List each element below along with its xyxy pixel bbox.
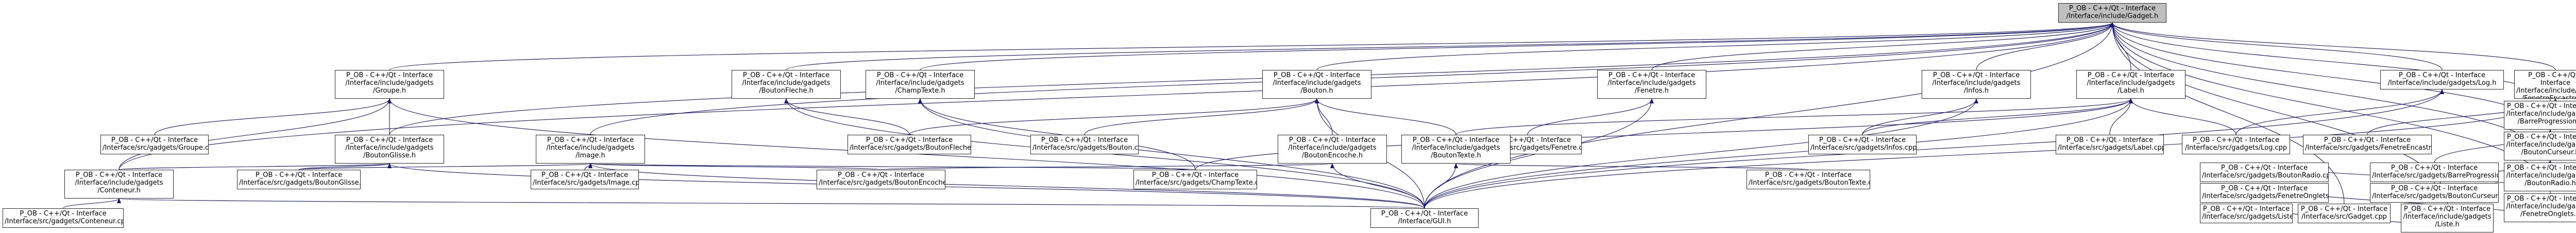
node-boutonfleche-cpp[interactable]: P_OB - C++/Qt - Interface /Interface/src… [848,135,971,154]
node-fenetreencastree-cpp[interactable]: P_OB - C++/Qt - Interface /Interface/src… [2303,135,2432,154]
node-bouton-cpp[interactable]: P_OB - C++/Qt - Interface /Interface/src… [1030,135,1139,154]
node-log-h[interactable]: P_OB - C++/Qt - Interface /Interface/inc… [2380,70,2504,89]
node-boutonglisse-cpp[interactable]: P_OB - C++/Qt - Interface /Interface/src… [237,170,361,189]
node-boutonradio-h[interactable]: P_OB - C++/Qt - Interface /Interface/inc… [2504,163,2576,191]
node-conteneur-cpp[interactable]: P_OB - C++/Qt - Interface /Interface/src… [3,208,124,228]
node-label-cpp[interactable]: P_OB - C++/Qt - Interface /Interface/src… [2056,135,2164,154]
dependency-edge-boutonglisse_cpp-to-image_h [298,163,592,170]
dependency-edge-groupe_cpp-to-groupe_h [154,98,392,135]
node-barreprogression-h[interactable]: P_OB - C++/Qt - Interface /Interface/inc… [2504,101,2576,130]
dependency-edge-log_h-to-gadget_h [2110,22,2443,70]
node-bouton-h[interactable]: P_OB - C++/Qt - Interface /Interface/inc… [1262,70,1371,99]
node-boutonencoche-cpp[interactable]: P_OB - C++/Qt - Interface /Interface/src… [817,170,945,189]
node-champtexte-cpp[interactable]: P_OB - C++/Qt - Interface /Interface/src… [1133,170,1257,189]
dependency-edge-fenetre_cpp-to-fenetre_h [1527,98,1654,135]
node-infos-cpp[interactable]: P_OB - C++/Qt - Interface /Interface/src… [1808,135,1917,154]
dependency-edge-champtexte_cpp-to-image_h [589,163,1196,170]
dependency-edge-boutonglisse_h-to-gadget_h [389,22,2114,135]
dependency-edge-gui_h-to-conteneur_h [118,198,1425,209]
dependency-edge-champtexte_cpp-to-label_h [1195,98,2133,170]
node-boutontexte-cpp[interactable]: P_OB - C++/Qt - Interface /Interface/src… [1747,170,1870,189]
node-fenetreencastree-h[interactable]: P_OB - C++/Qt - Interface /Interface/inc… [2514,70,2576,99]
dependency-edge-boutonencoche_cpp-to-image_h [588,163,882,170]
node-fenetreonglets-h[interactable]: P_OB - C++/Qt - Interface /Interface/inc… [2504,193,2576,222]
dependency-edge-bouton_h-to-gadget_h [1316,22,2114,70]
node-boutoncurseur-h[interactable]: P_OB - C++/Qt - Interface /Interface/inc… [2504,132,2576,160]
node-barreprogression-cpp[interactable]: P_OB - C++/Qt - Interface /Interface/src… [2370,163,2499,182]
node-boutoncurseur-cpp[interactable]: P_OB - C++/Qt - Interface /Interface/src… [2370,183,2499,203]
dependency-edge-bouton_cpp-to-bouton_h [1084,98,1319,135]
dependency-edge-conteneur_cpp-to-conteneur_h [62,198,121,209]
dependency-edge-log_cpp-to-log_h [2235,89,2444,135]
dependency-edge-groupe_h-to-gadget_h [389,22,2114,70]
dependency-edge-gui_h-to-label_h [1424,98,2133,209]
node-liste-h[interactable]: P_OB - C++/Qt - Interface /Interface/inc… [2401,204,2494,232]
node-boutontexte-h[interactable]: P_OB - C++/Qt - Interface /Interface/inc… [1401,135,1511,164]
node-champtexte-h[interactable]: P_OB - C++/Qt - Interface /Interface/inc… [866,70,975,99]
dependency-edge-label_cpp-to-label_h [2109,98,2133,135]
dependency-edge-gui_h-to-boutontexte_h [1424,163,1458,209]
dependency-edge-gui_h-to-fenetreencastree_h [1424,98,2557,209]
dependency-edge-champtexte_h-to-gadget_h [920,22,2114,70]
dependency-edge-image_cpp-to-image_h [584,163,592,170]
node-boutonencoche-h[interactable]: P_OB - C++/Qt - Interface /Interface/inc… [1278,135,1387,164]
dependency-edge-fenetreencastree_h-to-gadget_h [2110,22,2556,70]
node-boutonfleche-h[interactable]: P_OB - C++/Qt - Interface /Interface/inc… [732,70,841,99]
dependency-edge-fenetreonglets_h-to-gadget_h [2110,22,2551,194]
dependency-edge-gui_h-to-log_h [1424,89,2444,209]
node-infos-h[interactable]: P_OB - C++/Qt - Interface /Interface/inc… [1922,70,2031,99]
dependency-edge-boutontexte_h-to-label_h [1455,98,2133,135]
dependency-edge-infos_h-to-gadget_h [1976,22,2114,70]
dependency-edge-gui_h-to-gadget_h [1424,22,2114,209]
node-groupe-cpp[interactable]: P_OB - C++/Qt - Interface /Interface/src… [100,135,209,154]
dependency-edge-boutonencoche_h-to-bouton_h [1315,98,1333,135]
dependency-edge-gui_h-to-image_h [588,163,1425,209]
dependency-edge-fenetre_h-to-gadget_h [1651,22,2114,70]
dependency-edge-conteneur_h-to-groupe_h [118,98,392,170]
dependency-edge-boutontexte_cpp-to-boutontexte_h [1454,163,1809,170]
node-boutonradio-cpp[interactable]: P_OB - C++/Qt - Interface /Interface/src… [2200,163,2329,182]
dependency-edge-infos_cpp-to-label_h [1862,98,2133,135]
dependency-edge-gui_h-to-infos_h [1424,98,1978,209]
dependency-edge-boutonfleche_cpp-to-bouton_h [909,98,1319,135]
node-boutonglisse-h[interactable]: P_OB - C++/Qt - Interface /Interface/inc… [335,135,444,164]
node-gadget-cpp[interactable]: P_OB - C++/Qt - Interface /Interface/src… [2298,204,2391,223]
node-liste-cpp[interactable]: P_OB - C++/Qt - Interface /Interface/src… [2200,204,2293,223]
node-label-h[interactable]: P_OB - C++/Qt - Interface /Interface/inc… [2076,70,2185,99]
dependency-edge-boutonglisse_cpp-to-boutonglisse_h [298,163,392,170]
node-gui-h[interactable]: P_OB - C++/Qt - Interface /Interface/GUI… [1370,208,1479,228]
node-groupe-h[interactable]: P_OB - C++/Qt - Interface /Interface/inc… [335,70,444,99]
node-gadget-h[interactable]: P_OB - C++/Qt - Interface /Interface/inc… [2058,3,2166,23]
dependency-edge-conteneur_h-to-gadget_h [118,22,2114,170]
node-image-cpp[interactable]: P_OB - C++/Qt - Interface /Interface/src… [531,170,639,189]
dependency-edge-conteneur_h-to-boutonglisse_h [118,163,392,170]
node-fenetreonglets-cpp[interactable]: P_OB - C++/Qt - Interface /Interface/src… [2200,183,2329,203]
node-log-cpp[interactable]: P_OB - C++/Qt - Interface /Interface/src… [2182,135,2290,154]
dependency-edge-boutonfleche_h-to-gadget_h [786,22,2114,70]
dependency-edge-gui_h-to-champtexte_h [918,98,1425,209]
dependency-edge-boutontexte_h-to-bouton_h [1315,98,1456,135]
dependency-edge-champtexte_cpp-to-champtexte_h [918,98,1196,170]
node-image-h[interactable]: P_OB - C++/Qt - Interface /Interface/inc… [536,135,645,164]
dependency-edge-gadget_cpp-to-gadget_h [2110,22,2345,204]
dependency-edge-boutonencoche_cpp-to-boutonencoche_h [880,163,1334,170]
dependency-edge-boutonfleche_cpp-to-boutonfleche_h [784,98,910,135]
node-fenetre-h[interactable]: P_OB - C++/Qt - Interface /Interface/inc… [1597,70,1706,99]
node-conteneur-h[interactable]: P_OB - C++/Qt - Interface /Interface/inc… [64,170,174,199]
dependency-edge-log_cpp-to-label_h [2129,98,2236,135]
dependency-edge-infos_cpp-to-infos_h [1862,98,1978,135]
dependency-edge-gui_h-to-boutonencoche_h [1330,163,1425,209]
